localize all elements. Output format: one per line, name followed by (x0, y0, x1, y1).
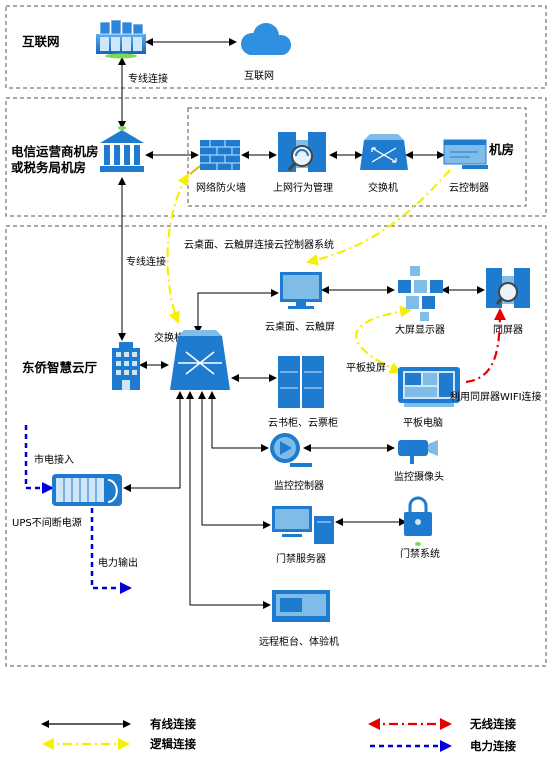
mains-input-label: 市电接入 (34, 453, 74, 466)
telecom-zone (5, 97, 547, 217)
cloud-controller-label: 云控制器 (449, 181, 489, 194)
video-wall-icon (398, 266, 443, 321)
remote-counter-label: 远程柜台、体验机 (259, 635, 339, 648)
firewall-icon (189, 140, 240, 175)
switch-hall-label: 交换机 (154, 331, 184, 344)
dedicated-line-top-label: 专线连接 (128, 72, 168, 85)
play-controller-icon (270, 433, 312, 467)
cloud-desktop-label: 云桌面、云触屏 (265, 320, 335, 333)
power-links (24, 425, 132, 594)
server-stack-icon (96, 19, 146, 59)
monitor-icon (280, 272, 322, 309)
lock-icon (404, 496, 432, 546)
legend-logic-label: 逻辑连接 (149, 737, 196, 751)
wired-links (118, 38, 485, 609)
zone-title-telecom-2: 或税务局机房 (11, 160, 86, 175)
tablet-label: 平板电脑 (403, 416, 443, 429)
legend-wireless-label: 无线连接 (469, 717, 516, 731)
access-system-label: 门禁系统 (400, 547, 440, 560)
controller-icon (443, 139, 488, 169)
ups-icon (52, 474, 122, 506)
camera-label: 监控摄像头 (394, 470, 444, 483)
dedicated-line-mid-label: 专线连接 (126, 255, 166, 268)
switch-room-label: 交换机 (368, 181, 398, 194)
switch-icon (360, 134, 408, 170)
zone-title-hall: 东侨智慧云厅 (22, 360, 98, 375)
camera-icon (398, 440, 438, 464)
internet-zone (5, 5, 547, 89)
zone-title-machine-room: 机房 (489, 142, 514, 157)
building-icon (100, 126, 144, 172)
cabinet-icon (278, 356, 324, 408)
screen-sync-label: 同屏器 (493, 324, 523, 336)
hall-switch-icon (170, 330, 230, 390)
logic-note: 云桌面、云触屏连接云控制器系统 (184, 238, 334, 251)
wireless-link (465, 308, 506, 384)
tablet-icon (398, 367, 460, 407)
zone-title-telecom-1: 电信运营商机房 (11, 144, 99, 159)
behavior-mgmt-label: 上网行为管理 (273, 181, 333, 194)
ups-label: UPS不间断电源 (12, 516, 82, 529)
legend: 有线连接 逻辑连接 无线连接 电力连接 (41, 717, 516, 753)
office-building-icon (112, 342, 140, 390)
screen-sync-icon (486, 268, 530, 308)
big-screen-label: 大屏显示器 (395, 323, 445, 336)
remote-counter-icon (272, 590, 330, 622)
legend-power-label: 电力连接 (470, 739, 516, 753)
power-output-label: 电力输出 (98, 556, 138, 569)
cloud-icon (241, 23, 291, 55)
access-server-icon (272, 506, 334, 544)
firewall-label: 网络防火墙 (196, 181, 246, 194)
wifi-note: 利用同屏器WIFI连接 (450, 390, 542, 403)
tablet-cast-label: 平板投屏 (346, 361, 386, 374)
zone-title-internet: 互联网 (22, 34, 60, 49)
legend-wired-label: 有线连接 (150, 717, 196, 731)
cabinet-label: 云书柜、云票柜 (268, 416, 338, 429)
internet-cloud-label: 互联网 (244, 70, 274, 82)
logic-links (166, 169, 451, 374)
monitor-ctrl-label: 监控控制器 (274, 479, 324, 492)
hall-zone (5, 225, 547, 667)
magnifier-server-icon (278, 132, 326, 172)
access-server-label: 门禁服务器 (276, 552, 326, 565)
